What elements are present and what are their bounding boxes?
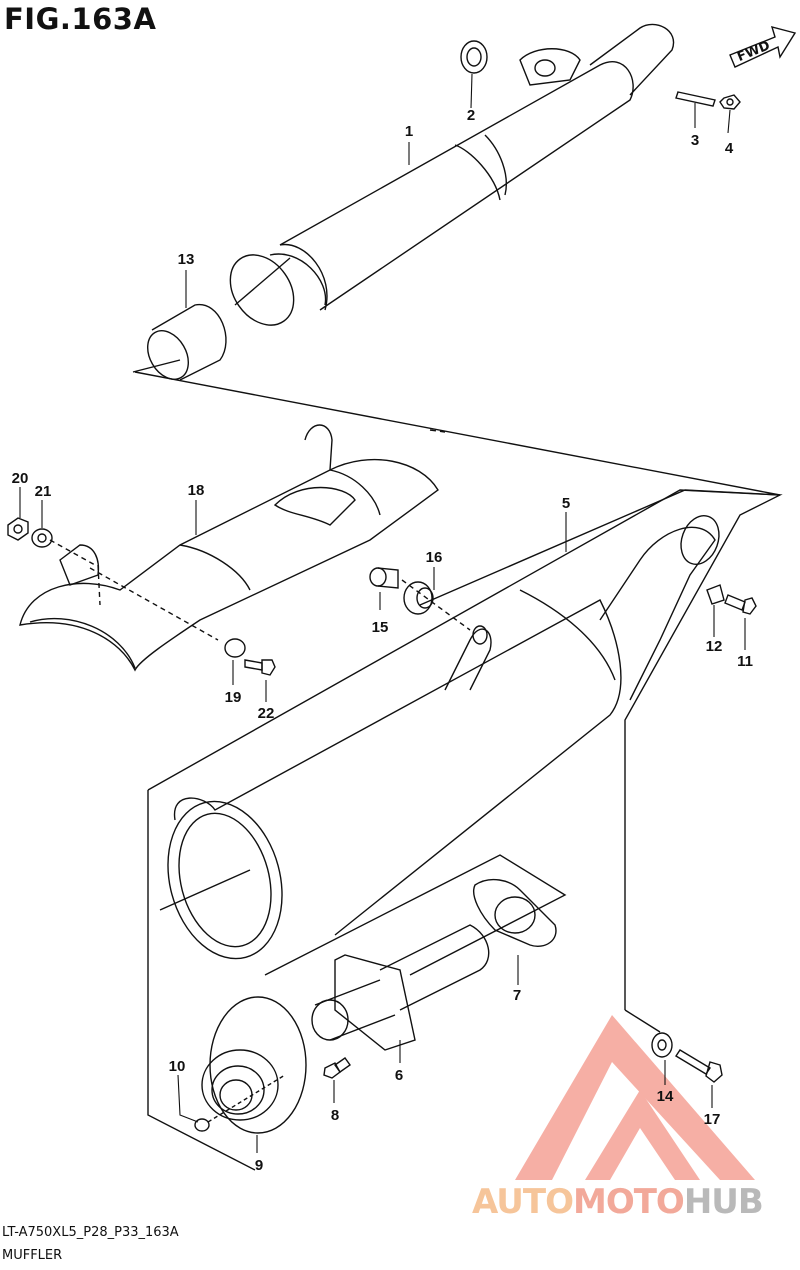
label-21: 21 (35, 483, 52, 500)
part-14-washer (651, 1032, 673, 1058)
label-20: 20 (12, 470, 29, 487)
label-9: 9 (255, 1157, 263, 1174)
part-11-bolt (724, 594, 757, 615)
label-12: 12 (706, 638, 723, 655)
label-5: 5 (562, 495, 570, 512)
part-13-sleeve (147, 304, 227, 381)
part-12-collar (706, 584, 725, 605)
part-9-end-cap (201, 996, 307, 1134)
watermark-hub: HUB (683, 1182, 764, 1222)
label-7: 7 (513, 987, 521, 1004)
part-10-screw (194, 1074, 286, 1132)
part-19-washer (224, 638, 246, 658)
section-divider (132, 359, 781, 606)
part-15-collar (369, 567, 399, 589)
label-15: 15 (372, 619, 389, 636)
part-5-muffler (147, 489, 783, 1171)
part-4-nut (719, 94, 741, 110)
label-14: 14 (657, 1088, 674, 1105)
fwd-label: FWD (735, 38, 772, 65)
watermark-auto: AUTO (472, 1182, 574, 1222)
figure-title: FIG.163A (4, 2, 157, 36)
label-13: 13 (178, 251, 195, 268)
part-number-labels: 1 2 3 4 5 6 7 8 9 10 11 12 13 14 15 16 1… (12, 107, 753, 1174)
part-2-gasket (460, 40, 488, 74)
label-10: 10 (169, 1058, 186, 1075)
diagram-caption: MUFFLER (2, 1248, 63, 1263)
part-17-bolt (675, 1049, 723, 1083)
watermark-logo (515, 1015, 755, 1180)
label-1: 1 (405, 123, 413, 140)
part-6-spark-arrester (311, 924, 490, 1051)
label-2: 2 (467, 107, 475, 124)
part-22-bolt (244, 659, 276, 676)
part-7-gasket (473, 878, 557, 947)
watermark-moto: MOTO (572, 1182, 685, 1222)
part-3-stud (675, 91, 716, 107)
part-16-grommet (403, 581, 434, 615)
label-19: 19 (225, 689, 242, 706)
label-16: 16 (426, 549, 443, 566)
label-11: 11 (737, 653, 753, 670)
label-6: 6 (395, 1067, 403, 1084)
part-21-washer (31, 528, 53, 548)
part-8-bolt (323, 1057, 351, 1079)
watermark-text: AUTOMOTOHUB (472, 1182, 764, 1222)
exhaust-pipe-upper (229, 23, 675, 326)
label-22: 22 (258, 705, 275, 722)
label-18: 18 (188, 482, 205, 499)
diagram-code: LT-A750XL5_P28_P33_163A (2, 1225, 179, 1240)
label-8: 8 (331, 1107, 339, 1124)
leader-lines (19, 73, 746, 1153)
label-17: 17 (704, 1111, 721, 1128)
label-3: 3 (691, 132, 699, 149)
label-4: 4 (725, 140, 734, 157)
fwd-arrow-icon (729, 26, 797, 68)
part-20-bolt (7, 517, 29, 541)
